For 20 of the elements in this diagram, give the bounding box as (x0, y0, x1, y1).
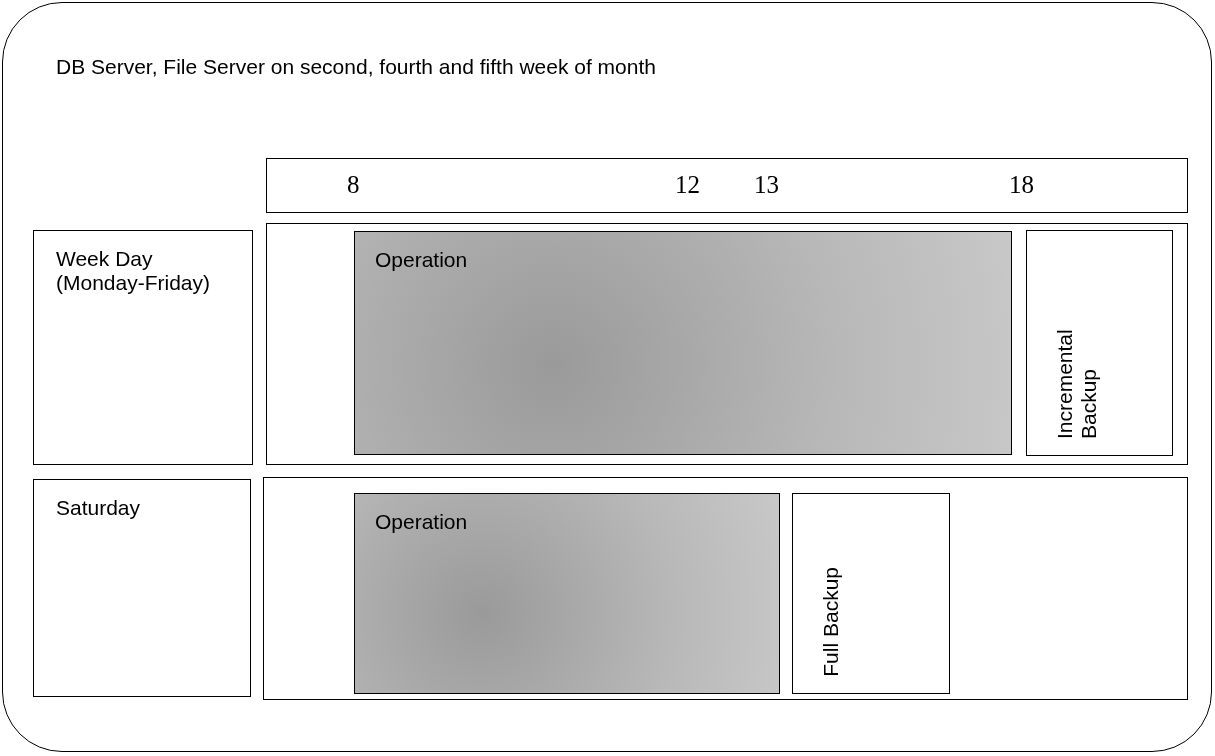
backup-block (792, 493, 950, 694)
operation-block (354, 231, 1012, 455)
day-row (263, 477, 1188, 700)
task-label: Operation (375, 510, 468, 534)
day-label-box (33, 230, 253, 465)
hour-label: 12 (675, 171, 700, 199)
hour-label: 8 (347, 171, 360, 199)
hour-label: 13 (754, 171, 779, 199)
day-label-box (33, 479, 251, 697)
operation-block (354, 493, 780, 694)
hour-label: 18 (1009, 171, 1034, 199)
task-label: Operation (375, 248, 468, 272)
task-label: Full Backup (819, 567, 843, 677)
day-row (266, 223, 1188, 465)
time-scale (266, 158, 1188, 213)
task-label: Incremental Backup (1053, 328, 1101, 439)
day-label: Saturday (56, 496, 142, 520)
backup-block (1026, 230, 1173, 456)
panel-heading: DB Server, File Server on second, fourth and fifth week of month (56, 55, 656, 79)
day-label: Week Day (Monday-Friday) (56, 247, 212, 295)
